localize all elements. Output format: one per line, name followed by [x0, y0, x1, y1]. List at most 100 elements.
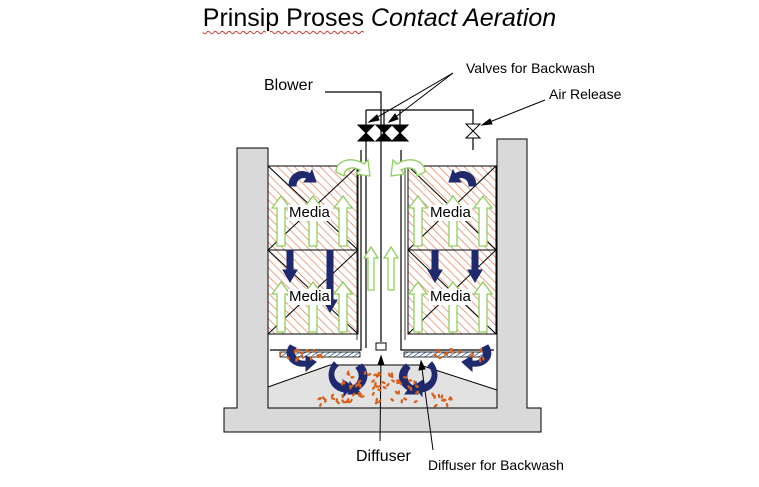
- diffuser-head: [375, 342, 387, 351]
- air-bubble: [367, 373, 372, 376]
- air-bubble: [346, 399, 350, 404]
- callout-lines: [367, 72, 546, 451]
- air-bubble: [415, 384, 419, 389]
- curved-arrow-icon: [413, 361, 438, 398]
- air-bubble: [415, 390, 420, 394]
- arrow-down-icon: [467, 249, 483, 283]
- air-bubble: [346, 372, 351, 376]
- arrow-up-icon: [407, 194, 429, 247]
- air-bubble: [386, 383, 390, 387]
- air-bubble: [443, 352, 448, 355]
- arrow-up-icon: [270, 280, 292, 333]
- air-bubble: [335, 398, 339, 403]
- air-bubble: [390, 398, 395, 402]
- air-bubble: [413, 380, 416, 385]
- arrow-up-icon: [407, 280, 429, 333]
- air-bubble: [359, 384, 362, 389]
- air-bubble: [363, 370, 367, 376]
- air-bubble: [442, 398, 447, 402]
- air-bubble: [400, 399, 404, 404]
- air-bubble: [330, 393, 335, 398]
- air-bubble: [458, 349, 461, 354]
- air-bubble: [330, 397, 336, 400]
- air-bubble: [449, 348, 454, 351]
- air-bubble: [318, 353, 323, 357]
- curved-arrow-icon: [448, 168, 477, 187]
- air-bubble: [391, 379, 396, 383]
- air-bubble: [319, 402, 322, 408]
- air-bubble: [279, 351, 282, 356]
- valve-icon: [356, 124, 376, 142]
- air-bubble: [449, 396, 453, 400]
- page-title: Prinsip Proses Contact Aeration: [0, 4, 759, 33]
- upflow-arrows: [270, 158, 494, 333]
- air-bubble: [348, 385, 352, 390]
- air-bubble: [357, 379, 362, 384]
- air-bubble: [305, 349, 310, 353]
- air-bubble: [438, 356, 443, 360]
- hopper-floor: [267, 364, 498, 409]
- arrow-down-icon: [282, 249, 298, 283]
- curved-arrow-icon: [288, 168, 317, 187]
- air-bubble: [437, 393, 441, 399]
- air-bubble: [436, 350, 441, 353]
- air-bubble: [409, 386, 413, 392]
- air-bubble: [440, 394, 444, 399]
- air-bubble: [341, 394, 344, 399]
- air-bubble: [377, 388, 382, 392]
- air-bubble: [371, 391, 375, 396]
- air-bubble: [403, 397, 408, 401]
- arrow-up-icon: [382, 245, 400, 291]
- diffuser-backwash-label: Diffuser for Backwash: [428, 457, 564, 473]
- air-bubble: [396, 381, 401, 385]
- arrow-up-icon: [362, 245, 380, 291]
- valves-label: Valves for Backwash: [466, 60, 595, 76]
- arrow-up-icon: [472, 194, 494, 247]
- air-bubble: [381, 381, 386, 385]
- air-bubble: [478, 358, 482, 363]
- blower-label: Blower: [264, 77, 313, 94]
- air-bubble: [371, 385, 376, 390]
- air-bubble: [479, 348, 483, 353]
- air-bubble: [299, 351, 304, 355]
- media-label: Media: [288, 204, 331, 221]
- air-bubble: [371, 379, 376, 383]
- air-bubble: [356, 382, 360, 387]
- air-bubble: [352, 392, 356, 397]
- air-bubbles: [279, 348, 485, 408]
- air-bubble: [374, 401, 379, 405]
- air-bubble: [374, 381, 377, 387]
- media-label: Media: [429, 288, 472, 305]
- arrow-down-icon: [427, 249, 443, 283]
- arrow-up-icon: [270, 194, 292, 247]
- air-bubble: [377, 372, 381, 377]
- curved-arrow-icon: [335, 158, 371, 178]
- valve-icon: [390, 124, 410, 142]
- air-bubble: [395, 379, 401, 382]
- diffuser-label: Diffuser: [356, 448, 411, 465]
- air-bubble: [293, 349, 297, 354]
- air-bubble: [378, 399, 382, 403]
- air-bubble: [382, 386, 387, 390]
- air-bubble: [301, 354, 304, 359]
- air-bubble: [450, 349, 454, 354]
- air-bubble: [341, 399, 345, 404]
- air-bubble: [433, 353, 438, 358]
- air-bubble: [402, 376, 408, 379]
- curved-arrow-icon: [390, 158, 426, 178]
- air-bubble: [286, 355, 290, 360]
- air-bubble: [309, 356, 313, 361]
- backwash-valves: [356, 124, 410, 142]
- air-bubble: [469, 354, 474, 358]
- air-bubble: [313, 349, 316, 354]
- air-bubble: [407, 379, 413, 382]
- air-bubble: [431, 392, 435, 397]
- air-bubble: [350, 376, 355, 379]
- baffle-right: [400, 150, 494, 351]
- air-bubble: [316, 354, 320, 359]
- arrow-up-icon: [332, 280, 354, 333]
- air-bubble: [433, 394, 436, 400]
- title-italic: Contact Aeration: [370, 4, 557, 32]
- baffle-left: [270, 150, 362, 351]
- air-bubble: [295, 357, 298, 362]
